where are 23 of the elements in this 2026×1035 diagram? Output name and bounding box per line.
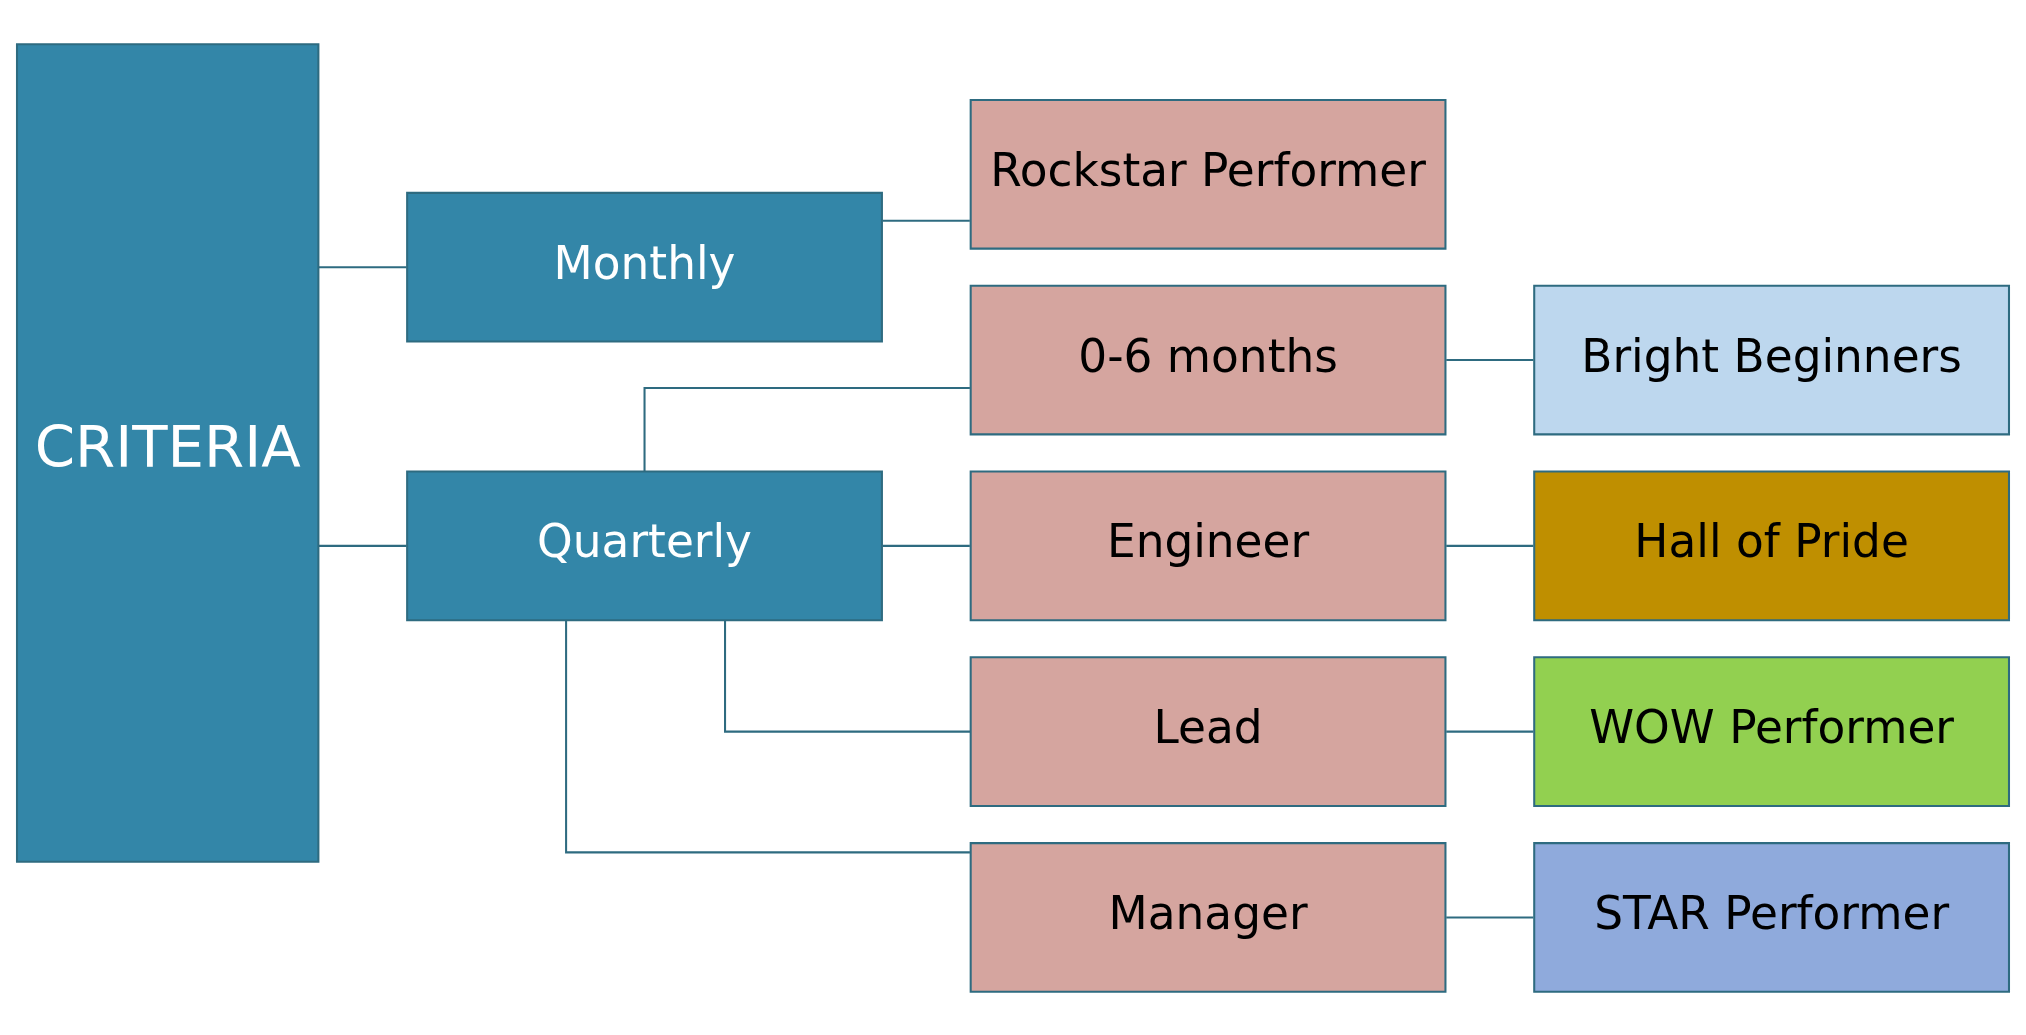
connector [318,544,407,547]
node-box: Manager [969,841,1447,993]
connector [1446,915,1534,918]
node-box: STAR Performer [1533,841,2011,993]
connector [565,620,970,853]
node-box: CRITERIA [15,42,320,863]
node-box: Monthly [406,191,883,343]
connector [1446,730,1534,733]
node-box: WOW Performer [1533,655,2011,807]
node-box: Hall of Pride [1533,470,2011,621]
connector [882,544,970,547]
node-box: Lead [969,655,1447,807]
connector [882,219,970,222]
connector [1446,544,1534,547]
node-box: Quarterly [406,470,883,621]
connector [643,386,970,472]
node-box: 0-6 months [969,284,1447,435]
connector [724,619,971,733]
connector [318,265,407,268]
node-box: Bright Beginners [1533,284,2011,435]
node-box: Rockstar Performer [969,98,1447,250]
node-box: Engineer [969,470,1447,621]
connector [1446,358,1534,361]
